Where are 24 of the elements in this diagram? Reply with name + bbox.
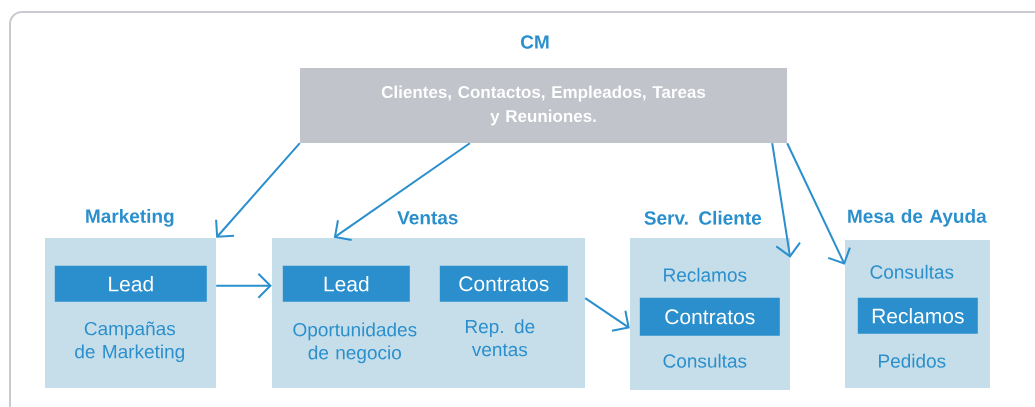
label-box: Contratos	[639, 297, 780, 336]
item-text: Campañas de Marketing	[75, 321, 184, 363]
item-text: Rep. de ventas	[466, 319, 535, 357]
arrow	[333, 142, 471, 241]
summary-box: Clientes, Contactos, Empleados, Tareas y Reuniones.	[300, 68, 787, 143]
panel-heading: Serv. Cliente	[644, 210, 762, 225]
label-box: Lead	[282, 265, 410, 302]
panel-heading: Ventas	[397, 211, 458, 225]
label-box: Lead	[54, 265, 207, 302]
arrow	[786, 142, 851, 265]
item-text: Pedidos	[879, 353, 946, 368]
label-box: Reclamos	[857, 297, 978, 334]
title: CM	[521, 35, 549, 49]
item-text: Consultas	[870, 264, 954, 279]
arrow	[215, 142, 301, 238]
item-text: Consultas	[663, 353, 747, 368]
label-box: Contratos	[439, 265, 568, 302]
arrow	[584, 297, 630, 332]
arrow	[215, 272, 272, 299]
item-text: Oportunidades de negocio	[293, 322, 417, 364]
panel-heading: Marketing	[86, 208, 174, 227]
panel-heading: Mesa de Ayuda	[848, 208, 987, 227]
item-text: Reclamos	[664, 267, 747, 282]
arrow	[771, 142, 801, 258]
